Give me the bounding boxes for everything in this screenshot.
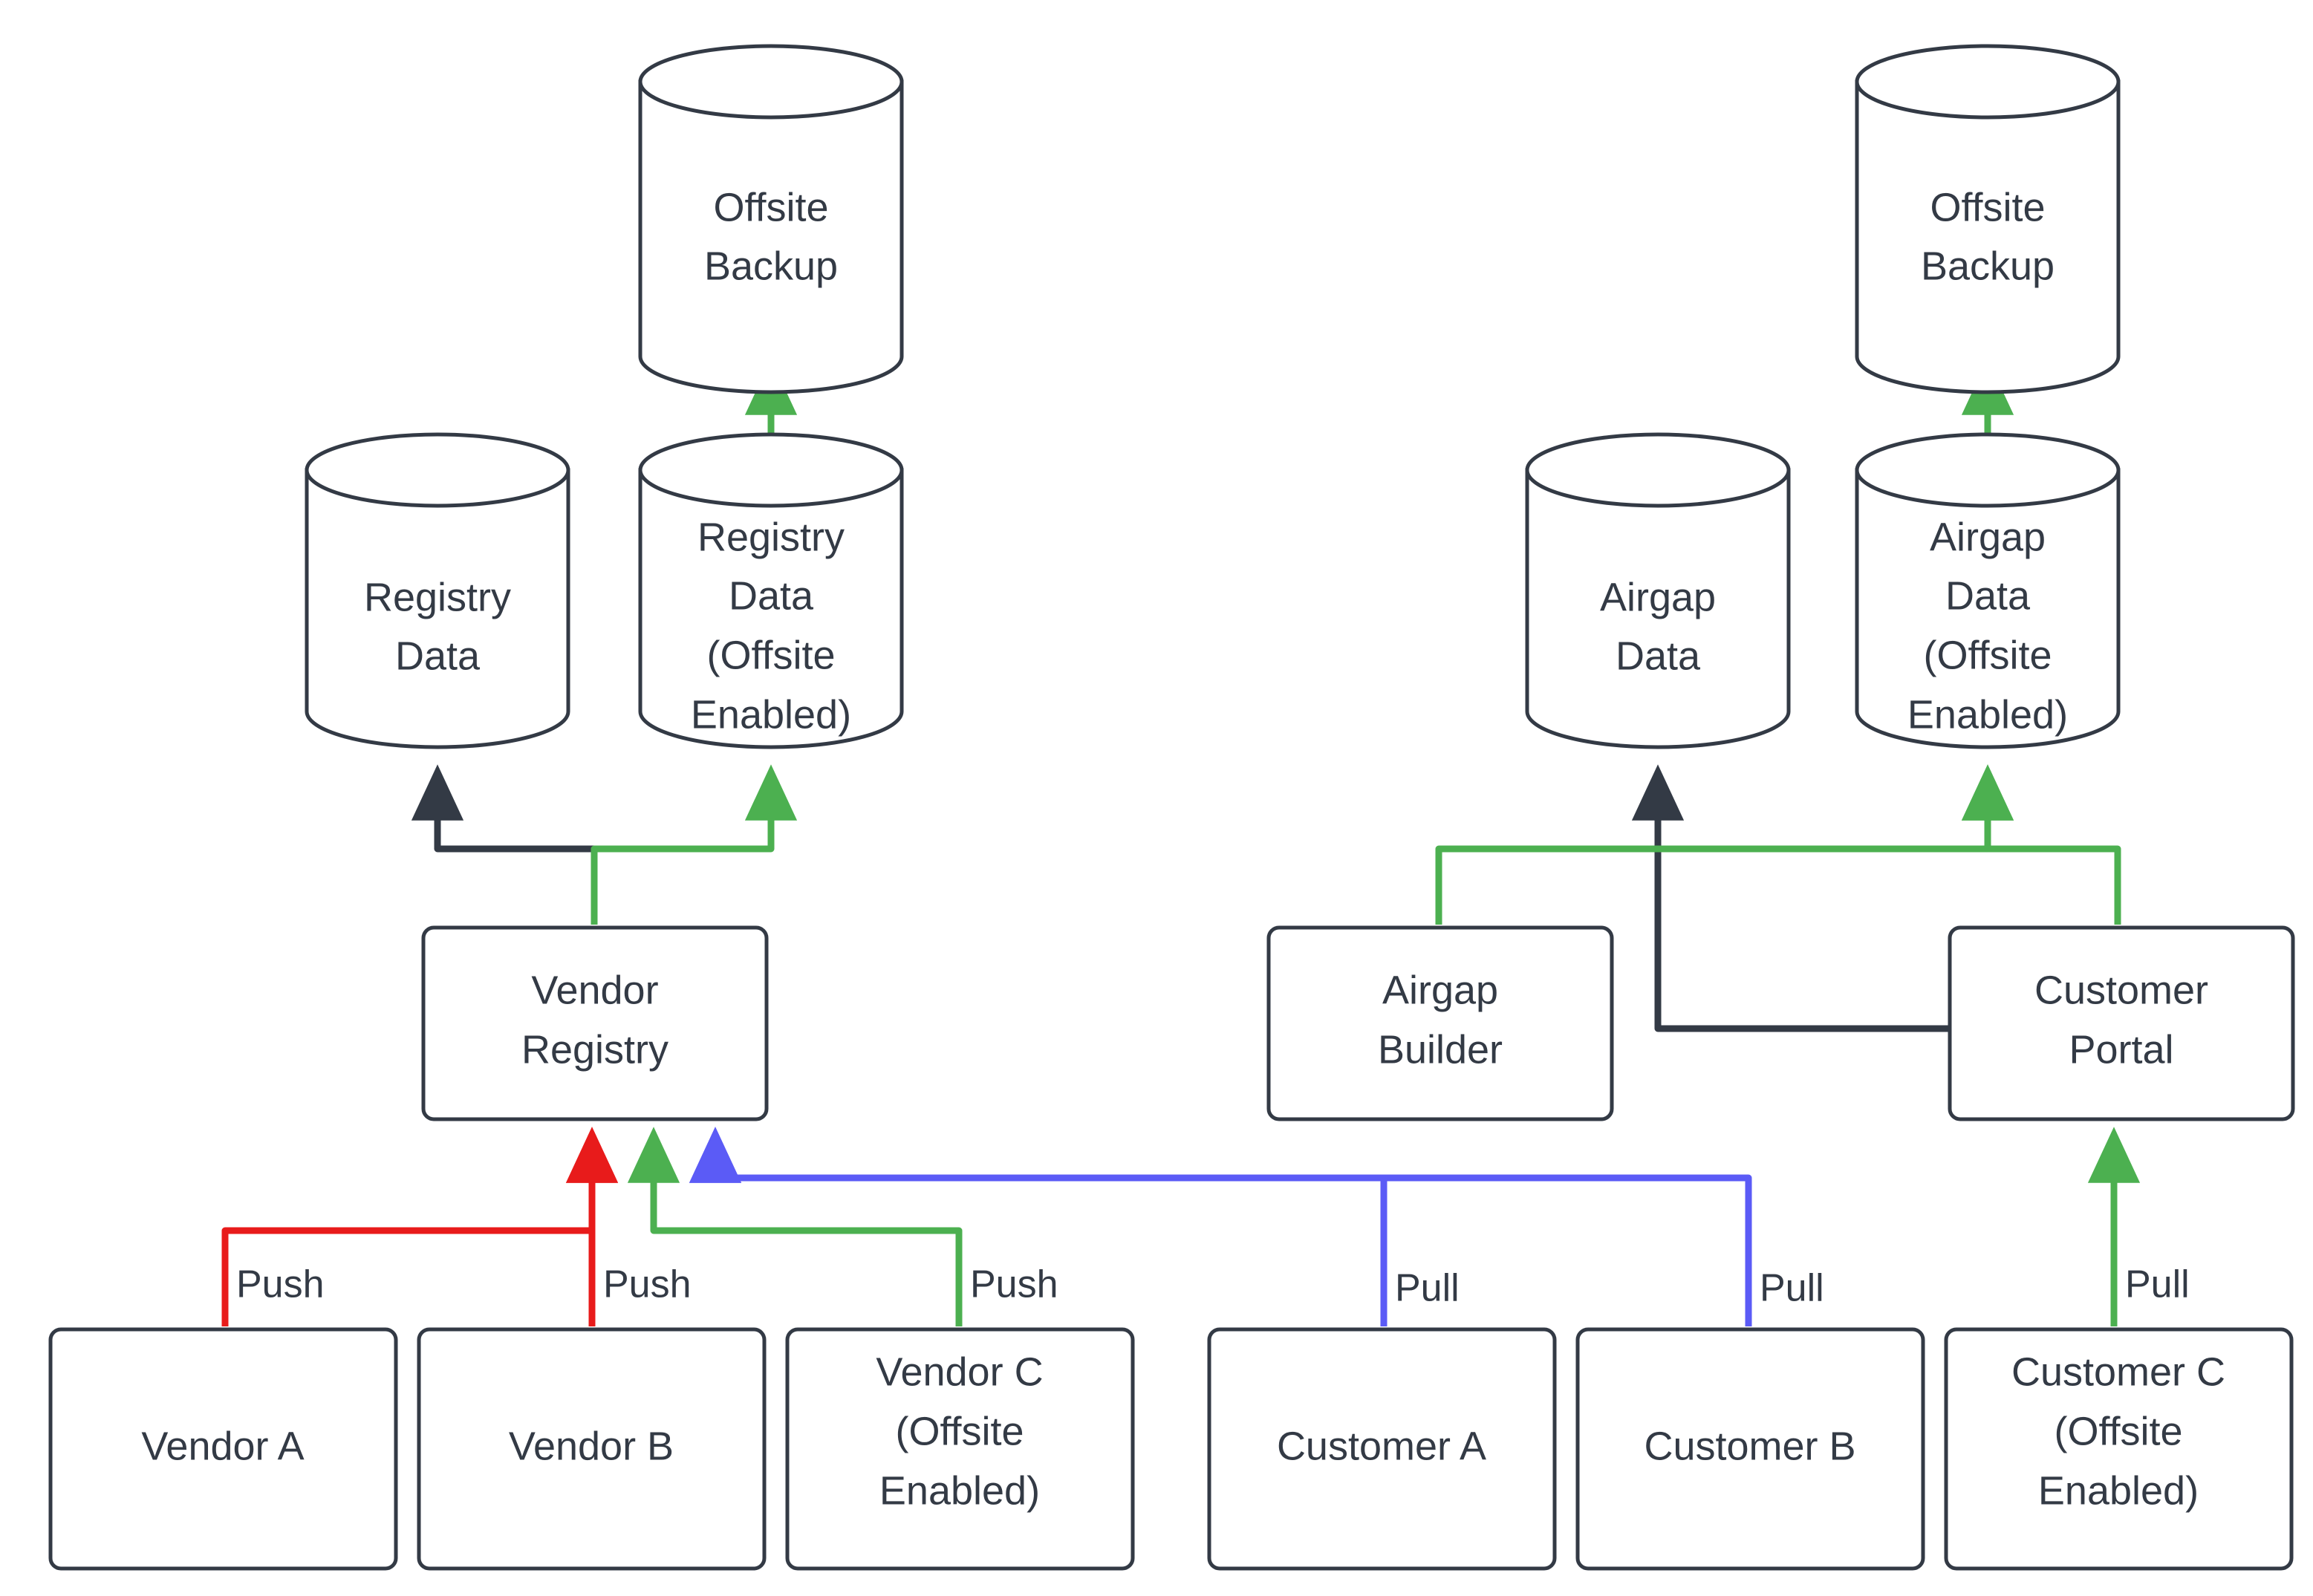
edge-label-customer-a-pull: Pull: [1395, 1267, 1460, 1310]
node-label: Data: [395, 633, 481, 678]
node-label: (Offsite: [1923, 633, 2052, 677]
node-label: Registry: [364, 575, 511, 619]
node-customer-portal[interactable]: Customer Portal: [1948, 925, 2295, 1121]
node-label: Airgap: [1382, 968, 1498, 1012]
node-label: Vendor A: [141, 1424, 304, 1468]
node-airgap-builder[interactable]: Airgap Builder: [1266, 925, 1614, 1121]
node-label: Data: [1945, 573, 2031, 618]
edge-vendor-c-push: [627, 1127, 963, 1326]
node-label: Data: [1616, 633, 1701, 678]
node-label: Customer C: [2011, 1349, 2225, 1394]
node-label: (Offsite: [2054, 1409, 2182, 1453]
node-label: Data: [729, 573, 814, 618]
edge-label-vendor-a-push: Push: [236, 1263, 325, 1306]
edge-label-vendor-b-push: Push: [603, 1263, 692, 1306]
edge-label-vendor-c-push: Push: [970, 1263, 1058, 1306]
node-label: Airgap: [1930, 515, 2046, 559]
node-label: Enabled): [691, 692, 851, 737]
node-label: (Offsite: [706, 633, 835, 677]
node-label: (Offsite: [895, 1409, 1024, 1453]
node-label: Backup: [1921, 244, 2055, 288]
node-label: Airgap: [1600, 575, 1716, 619]
node-label: Registry: [521, 1027, 668, 1072]
node-label: Registry: [697, 515, 845, 559]
edge-label-customer-c-pull: Pull: [2125, 1263, 2190, 1306]
node-label: Offsite: [1930, 185, 2045, 229]
node-offsite-backup-left[interactable]: Offsite Backup: [638, 44, 904, 394]
edge-customer-portal-to-airgap-data-offsite: [1961, 764, 2121, 925]
node-vendor-a[interactable]: Vendor A: [48, 1327, 398, 1571]
node-registry-data-offsite[interactable]: Registry Data (Offsite Enabled): [638, 432, 904, 749]
node-label: Portal: [2069, 1027, 2173, 1072]
node-label: Backup: [704, 244, 838, 288]
node-vendor-b[interactable]: Vendor B: [417, 1327, 767, 1571]
node-airgap-data[interactable]: Airgap Data: [1525, 432, 1791, 749]
edge-vendor-registry-to-registry-data-offsite: [591, 764, 798, 925]
node-label: Vendor B: [509, 1424, 674, 1468]
node-label: Vendor C: [876, 1349, 1043, 1394]
node-registry-data[interactable]: Registry Data: [305, 432, 570, 749]
node-label: Offsite: [713, 185, 828, 229]
node-customer-c[interactable]: Customer C (Offsite Enabled): [1944, 1327, 2294, 1571]
node-customer-b[interactable]: Customer B: [1575, 1327, 1925, 1571]
node-vendor-c[interactable]: Vendor C (Offsite Enabled): [785, 1327, 1135, 1571]
node-customer-a[interactable]: Customer A: [1207, 1327, 1557, 1571]
edge-customer-portal-to-airgap-data: [1631, 764, 1950, 1032]
node-label: Customer A: [1277, 1424, 1486, 1468]
node-label: Builder: [1378, 1027, 1503, 1072]
edge-customer-b-pull: [689, 1127, 1752, 1326]
node-label: Customer B: [1644, 1424, 1855, 1468]
edge-label-customer-b-pull: Pull: [1760, 1267, 1824, 1310]
node-label: Customer: [2034, 968, 2208, 1012]
node-label: Enabled): [2038, 1468, 2199, 1513]
node-label: Enabled): [879, 1468, 1040, 1513]
node-vendor-registry[interactable]: Vendor Registry: [421, 925, 769, 1121]
node-label: Vendor: [531, 968, 658, 1012]
node-label: Enabled): [1907, 692, 2068, 737]
node-airgap-data-offsite[interactable]: Airgap Data (Offsite Enabled): [1855, 432, 2121, 749]
node-offsite-backup-right[interactable]: Offsite Backup: [1855, 44, 2121, 394]
